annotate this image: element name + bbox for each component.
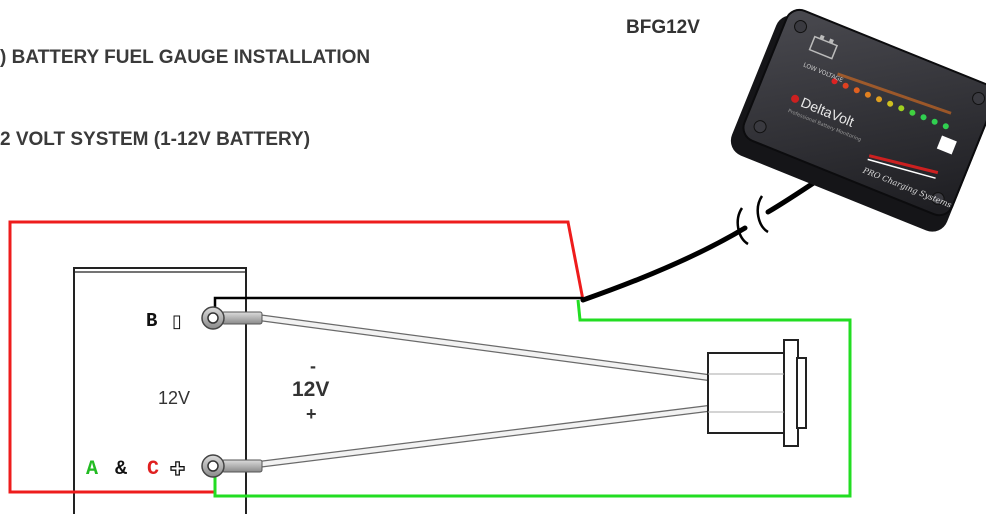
fuel-gauge-device: LOW VOLTAGE DeltaVolt Professional Batte… bbox=[730, 8, 986, 232]
ampersand-label: & bbox=[115, 458, 127, 481]
terminal-b-symbol: ▯ bbox=[172, 311, 182, 332]
diagram-title: ) BATTERY FUEL GAUGE INSTALLATION bbox=[0, 47, 371, 68]
plus-terminal-symbol: ✚ bbox=[170, 459, 185, 480]
device-white-tab bbox=[936, 135, 957, 155]
battery-icon bbox=[808, 35, 839, 60]
voltage-plus-sign: + bbox=[306, 404, 317, 424]
led-indicator-row bbox=[831, 72, 952, 130]
brand-logo-dot bbox=[791, 94, 800, 103]
cable-break-mark bbox=[736, 207, 749, 246]
shunt-sensor bbox=[707, 339, 807, 447]
voltage-minus-sign: - bbox=[310, 356, 316, 376]
terminal-a-label: A bbox=[86, 458, 98, 481]
terminal-c-label: C bbox=[147, 458, 159, 481]
red-wire bbox=[8, 220, 585, 494]
terminal-ac-lug bbox=[201, 454, 263, 478]
device-face bbox=[742, 8, 986, 217]
diagram-subtitle: 2 VOLT SYSTEM (1-12V BATTERY) bbox=[0, 129, 311, 150]
black-wire bbox=[213, 296, 583, 318]
device-model-label: BFG12V bbox=[626, 17, 700, 38]
device-cable bbox=[580, 225, 748, 303]
terminal-b-label: B bbox=[146, 310, 157, 332]
green-wire bbox=[213, 299, 852, 498]
voltage-value: 12V bbox=[292, 378, 329, 401]
terminal-b-lug bbox=[201, 306, 263, 330]
battery-voltage-label: 12V bbox=[158, 388, 190, 408]
